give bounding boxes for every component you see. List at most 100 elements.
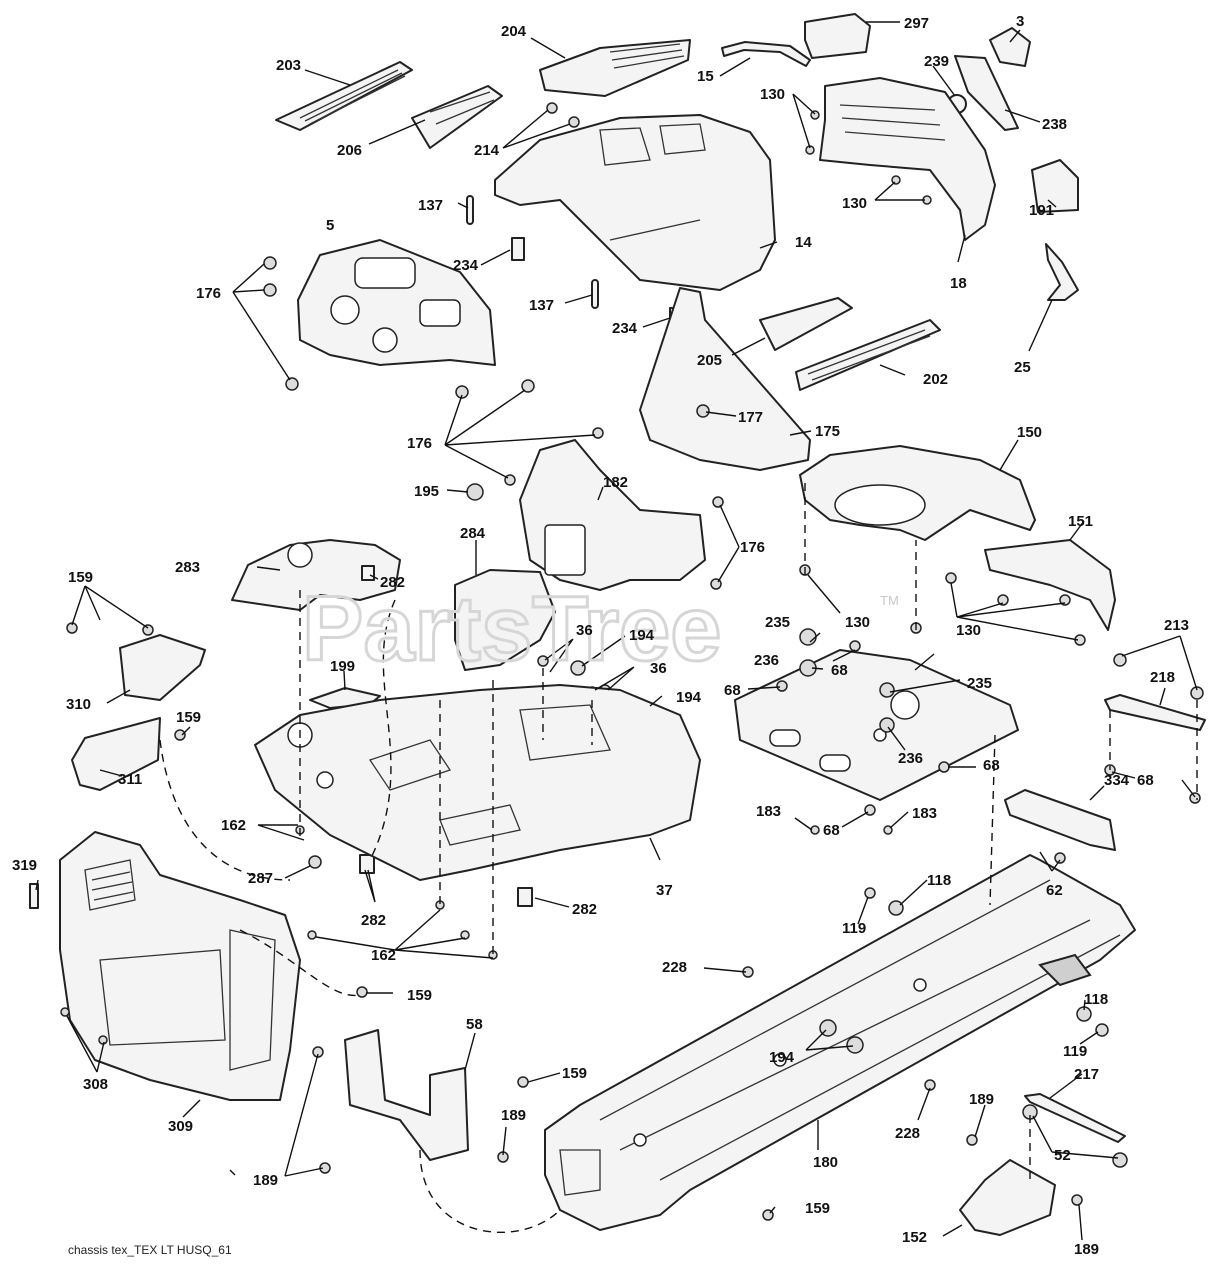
part-25-strip [1045,243,1079,301]
callout-228: 228 [662,959,687,976]
drawing-caption: chassis tex_TEX LT HUSQ_61 [68,1243,232,1257]
callout-15: 15 [697,68,714,85]
callout-175: 175 [815,423,840,440]
callout-118: 118 [1084,991,1108,1008]
part-180-main-frame [544,854,1136,1231]
part-283-hole [287,542,313,568]
callout-308: 308 [83,1076,108,1093]
part-130-screw-i [1059,594,1071,606]
callout-68: 68 [724,682,741,699]
part-159-bolt-d [356,986,368,998]
parts-layer [29,13,1206,1236]
part-159-bolt-e [517,1076,529,1088]
callout-176: 176 [740,539,765,556]
callout-137: 137 [529,297,554,314]
callout-37: 37 [656,882,673,899]
callout-189: 189 [1074,1241,1099,1258]
part-282-clip-a [361,565,375,581]
callout-309: 309 [168,1118,193,1135]
part-52-washer-b [1112,1152,1128,1168]
callout-189: 189 [969,1091,994,1108]
callout-68: 68 [823,822,840,839]
watermark: PartsTree [302,578,721,680]
callout-282: 282 [361,912,386,929]
callout-159: 159 [805,1200,830,1217]
part-297-pad [804,13,871,59]
callout-235: 235 [967,675,992,692]
part-214-clip-b [568,116,580,128]
part-235-washer-a [799,628,817,646]
callout-182: 182 [603,474,628,491]
callout-203: 203 [276,57,301,74]
part-137-pin-a [466,195,474,225]
callout-183: 183 [912,805,937,822]
callout-137: 137 [418,197,443,214]
callout-159: 159 [407,987,432,1004]
part-311-bracket [71,717,161,791]
part-191-block [1031,159,1079,213]
callout-159: 159 [176,709,201,726]
part-234-bracket-a [511,237,525,261]
callout-150: 150 [1017,424,1042,441]
callout-235: 235 [765,614,790,631]
part-130-screw-h [997,594,1009,606]
part-118-washer-a [888,900,904,916]
part-58-bracket [344,1029,469,1161]
callout-68: 68 [983,757,1000,774]
part-62-bolt [1054,852,1066,864]
callout-311: 311 [118,771,142,788]
callout-labels: 3 5 14 15 18 25 36 36 37 52 58 62 68 68 … [12,13,1189,1258]
callout-310: 310 [66,696,91,713]
callout-287: 287 [248,870,273,887]
assembly-lines [159,480,1198,1234]
callout-204: 204 [501,23,527,40]
part-228-bolt-b [924,1079,936,1091]
callout-214: 214 [474,142,500,159]
part-159-bolt-b [142,624,154,636]
callout-191: 191 [1029,202,1054,219]
part-36-bolt-a [537,655,549,667]
callout-234: 234 [612,320,638,337]
callout-52: 52 [1054,1147,1071,1164]
callout-62: 62 [1046,882,1063,899]
callout-319: 319 [12,857,37,874]
part-308-screw-b [98,1035,108,1045]
callout-236: 236 [754,652,779,669]
part-218-bracket [1104,694,1206,731]
part-151-bracket [984,539,1116,631]
watermark-tm: TM [880,593,899,608]
part-34-plate [734,649,1019,801]
callout-202: 202 [923,371,948,388]
callout-130: 130 [760,86,785,103]
part-68-bolt-b [776,680,788,692]
part-182-housing [519,439,706,591]
callout-213: 213 [1164,617,1189,634]
part-137-pin-b [591,279,599,309]
callout-177: 177 [738,409,763,426]
part-14-hood [494,114,776,291]
part-195-plug [466,483,484,501]
part-189-screw-c [312,1046,324,1058]
callout-217: 217 [1074,1066,1099,1083]
callout-14: 14 [795,234,812,251]
part-189-screw-d [966,1134,978,1146]
callout-228: 228 [895,1125,920,1142]
part-175-bracket [639,287,811,471]
callout-205: 205 [697,352,722,369]
part-203-side-grille [275,61,413,131]
callout-284: 284 [460,525,486,542]
part-183-screw-a [810,825,820,835]
part-194-nut-a [570,660,586,676]
callout-218: 218 [1150,669,1175,686]
part-319-clip [29,883,39,909]
part-284-cover [454,569,556,671]
part-177-grommet [696,404,710,418]
part-119-nut-b [1095,1023,1109,1037]
callout-25: 25 [1014,359,1031,376]
part-283-console [231,539,401,611]
callout-159: 159 [562,1065,587,1082]
callout-151: 151 [1068,513,1093,530]
callout-199: 199 [330,658,355,675]
callout-238: 238 [1042,116,1067,133]
callout-180: 180 [813,1154,838,1171]
